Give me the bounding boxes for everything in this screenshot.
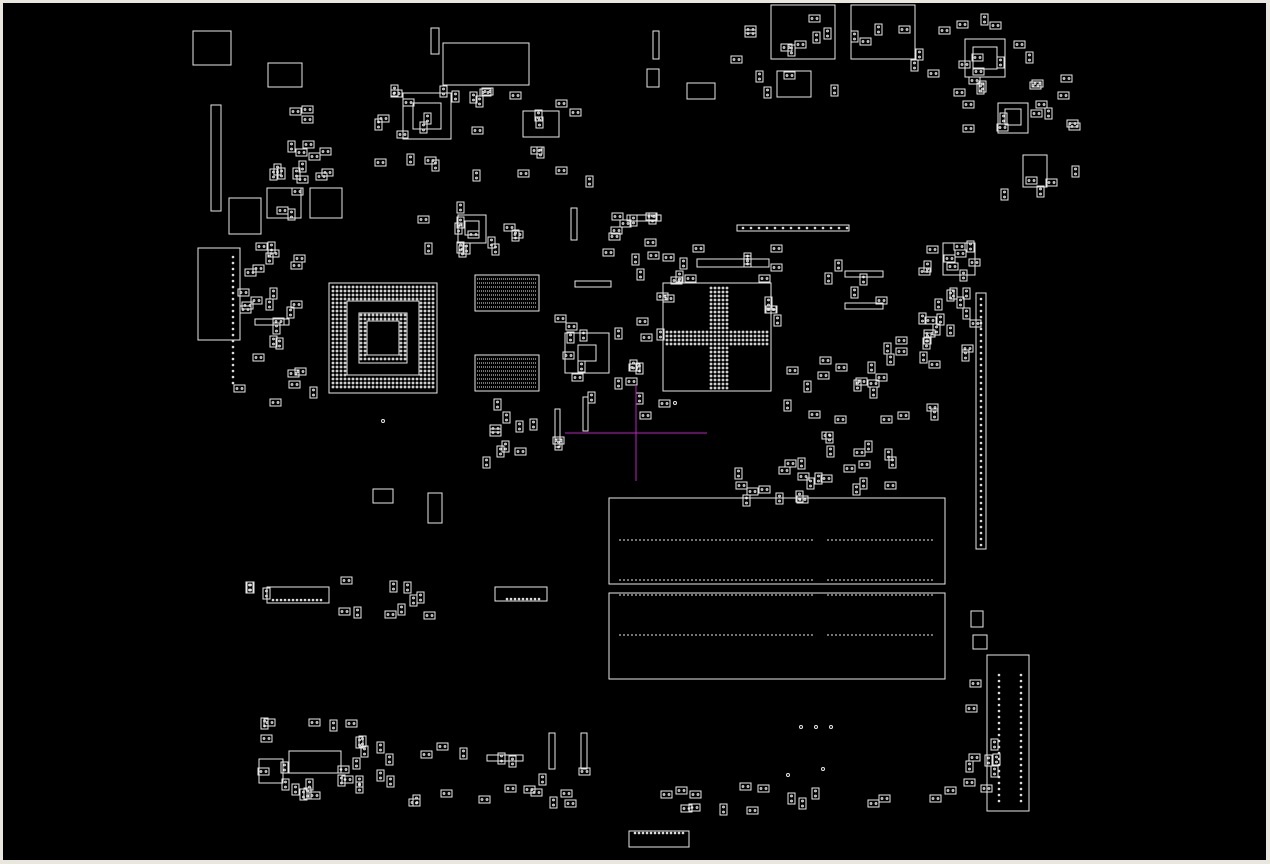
component-group-top-right [647,5,1047,187]
component-group-middle-left [267,489,547,603]
component-group-top-left [193,31,342,340]
bga-chip-right [663,283,771,391]
boardview-canvas[interactable] [3,3,1266,860]
pcb-layout[interactable] [3,3,1266,860]
passive-components [232,14,1080,834]
crosshair-cursor-icon [565,385,707,481]
memory-slot-2 [609,593,945,679]
memory-slot-1 [609,498,945,584]
connector-left [198,248,240,340]
component-group-center [458,208,661,447]
component-group-bottom-right [629,611,1029,847]
pcie-slot-right [976,293,986,549]
component-group-right [697,225,986,549]
component-group-top-center [403,28,559,139]
connector-bottom-right [987,655,1029,811]
bga-chip-left [329,283,437,393]
